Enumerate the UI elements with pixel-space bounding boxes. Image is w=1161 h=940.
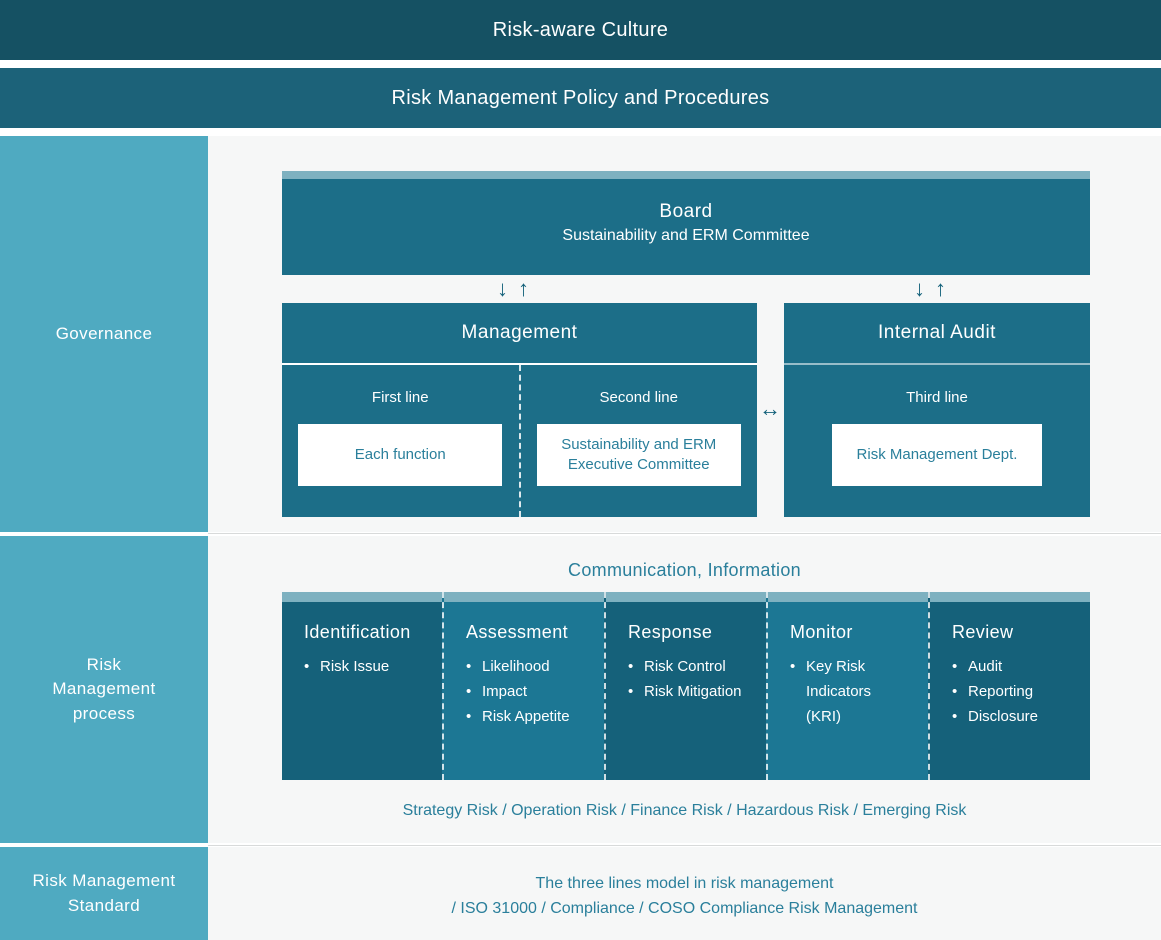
- internal-audit-lanes: Third line Risk Management Dept.: [784, 365, 1090, 517]
- lane-card-sustainability-erm-exec-committee: Sustainability and ERM Executive Committ…: [536, 424, 741, 486]
- lane-third-line: Third line Risk Management Dept.: [784, 365, 1090, 517]
- list-item: Key Risk Indicators (KRI): [790, 655, 910, 729]
- process-column-items: Risk Issue: [304, 655, 442, 680]
- list-item: Likelihood: [466, 655, 586, 680]
- process-label-line-2: Management: [52, 679, 156, 699]
- lane-label: First line: [371, 389, 429, 406]
- list-item: Impact: [466, 680, 586, 705]
- board-subtitle: Sustainability and ERM Committee: [562, 227, 810, 244]
- standard-label-line-2: Standard: [67, 895, 141, 915]
- process-column-review: Review Audit Reporting Disclosure: [928, 592, 1090, 780]
- lane-card-risk-management-dept: Risk Management Dept.: [832, 424, 1042, 486]
- lane-second-line: Second line Sustainability and ERM Execu…: [518, 365, 758, 517]
- risk-process-columns: Identification Risk Issue Assessment Lik…: [282, 592, 1090, 780]
- process-column-identification: Identification Risk Issue: [282, 592, 442, 780]
- risk-management-policy-label: Risk Management Policy and Procedures: [391, 86, 770, 109]
- risk-management-policy-banner: Risk Management Policy and Procedures: [0, 68, 1161, 128]
- board-management-arrows: ↓ ↑: [497, 278, 529, 300]
- section-divider-governance-process: [208, 533, 1161, 534]
- standard-text-line-1: The three lines model in risk management: [535, 875, 834, 892]
- standard-label-line-1: Risk Management: [32, 870, 176, 890]
- standard-text-line-2: / ISO 31000 / Compliance / COSO Complian…: [451, 899, 918, 917]
- lane-label: Second line: [599, 389, 678, 406]
- risk-types-label: Strategy Risk / Operation Risk / Finance…: [402, 802, 967, 819]
- process-column-title: Assessment: [466, 622, 569, 642]
- arrow-down-icon: ↓: [497, 276, 508, 301]
- sidebar-label-risk-management-standard: Risk Management Standard: [0, 847, 208, 940]
- management-lanes: First line Each function Second line Sus…: [282, 365, 757, 517]
- sidebar-label-risk-management-process: Risk Management process: [0, 536, 208, 843]
- governance-label-text: Governance: [55, 323, 153, 343]
- lane-card-each-function: Each function: [298, 424, 503, 486]
- risk-aware-culture-label: Risk-aware Culture: [492, 18, 669, 41]
- arrow-down-icon: ↓: [914, 276, 925, 301]
- list-item: Disclosure: [952, 705, 1072, 730]
- list-item: Risk Control: [628, 655, 748, 680]
- list-item: Risk Appetite: [466, 705, 586, 730]
- management-audit-arrow: ↔: [759, 398, 781, 420]
- risk-management-standard-text: The three lines model in risk management…: [208, 872, 1161, 922]
- process-label-line-1: Risk: [86, 654, 122, 674]
- internal-audit-title: Internal Audit: [784, 303, 1090, 365]
- process-column-title: Review: [952, 622, 1014, 642]
- board-title: Board: [659, 201, 713, 222]
- standard-panel: [208, 847, 1161, 940]
- standard-label-block: Risk Management Standard: [32, 869, 175, 918]
- risk-aware-culture-banner: Risk-aware Culture: [0, 0, 1161, 60]
- process-label-line-3: process: [72, 703, 136, 723]
- lane-label: Third line: [906, 389, 968, 406]
- process-column-items: Audit Reporting Disclosure: [952, 655, 1090, 729]
- process-column-items: Likelihood Impact Risk Appetite: [466, 655, 604, 729]
- section-divider-process-standard: [208, 845, 1161, 846]
- process-column-title: Identification: [304, 622, 411, 642]
- process-column-response: Response Risk Control Risk Mitigation: [604, 592, 766, 780]
- list-item: Risk Issue: [304, 655, 424, 680]
- board-box: Board Sustainability and ERM Committee: [282, 171, 1090, 275]
- board-audit-arrows: ↓ ↑: [914, 278, 946, 300]
- process-column-title: Monitor: [790, 622, 853, 642]
- sidebar-label-governance: Governance: [0, 136, 208, 532]
- list-item: Audit: [952, 655, 1072, 680]
- lane-first-line: First line Each function: [282, 365, 519, 517]
- communication-information-label: Communication, Information: [568, 560, 801, 580]
- process-column-items: Key Risk Indicators (KRI): [790, 655, 928, 729]
- internal-audit-box: Internal Audit Third line Risk Managemen…: [784, 303, 1090, 517]
- process-column-assessment: Assessment Likelihood Impact Risk Appeti…: [442, 592, 604, 780]
- management-title: Management: [282, 303, 757, 365]
- process-column-title: Response: [628, 622, 713, 642]
- process-label-block: Risk Management process: [52, 653, 155, 727]
- management-box: Management First line Each function Seco…: [282, 303, 757, 517]
- arrow-left-right-icon: ↔: [759, 396, 781, 421]
- list-item: Risk Mitigation: [628, 680, 748, 705]
- list-item: Reporting: [952, 680, 1072, 705]
- process-column-items: Risk Control Risk Mitigation: [628, 655, 766, 705]
- arrow-up-icon: ↑: [935, 276, 946, 301]
- process-column-monitor: Monitor Key Risk Indicators (KRI): [766, 592, 928, 780]
- arrow-up-icon: ↑: [518, 276, 529, 301]
